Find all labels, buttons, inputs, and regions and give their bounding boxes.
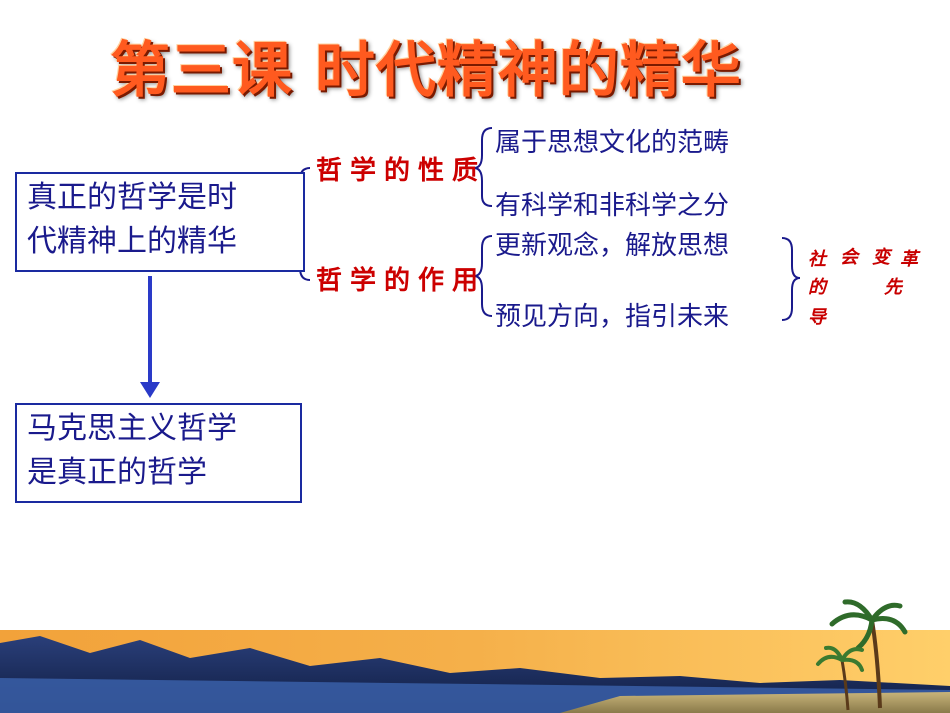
landscape-illustration — [0, 599, 950, 713]
shoreline — [560, 692, 950, 713]
nature-item-1: 属于思想文化的范畴 — [495, 128, 730, 158]
guide-char-6: 先 — [884, 277, 902, 298]
palm-tree-icon — [816, 599, 908, 711]
social-change-guide-label: 社 会 变 革 的 先 导 — [808, 243, 918, 333]
down-arrow-icon — [140, 382, 160, 398]
guide-char-7: 导 — [808, 307, 826, 328]
slide-title: 第三课 时代精神的精华 — [110, 36, 742, 106]
box2-line1: 马克思主义哲学 — [27, 411, 237, 446]
brace-guide — [781, 237, 801, 321]
guide-char-1: 社 — [808, 249, 826, 270]
brace-nature — [473, 127, 493, 207]
guide-char-4: 革 — [900, 249, 918, 270]
brace-role — [473, 235, 493, 317]
marxism-box: 马克思主义哲学 是真正的哲学 — [15, 403, 302, 503]
box1-line2: 代精神上的精华 — [27, 224, 237, 259]
category-nature: 哲学的性质 — [316, 156, 487, 186]
category-role: 哲学的作用 — [316, 266, 487, 296]
role-item-2: 预见方向，指引未来 — [495, 302, 730, 332]
guide-char-5: 的 — [808, 277, 826, 298]
guide-char-3: 变 — [872, 247, 890, 268]
guide-char-2: 会 — [840, 247, 858, 268]
role-item-1: 更新观念，解放思想 — [495, 231, 730, 261]
true-philosophy-box: 真正的哲学是时 代精神上的精华 — [15, 172, 305, 272]
box1-line1: 真正的哲学是时 — [27, 180, 237, 215]
nature-item-2: 有科学和非科学之分 — [495, 191, 730, 221]
box2-line2: 是真正的哲学 — [27, 455, 207, 490]
down-arrow-shaft — [148, 276, 152, 386]
